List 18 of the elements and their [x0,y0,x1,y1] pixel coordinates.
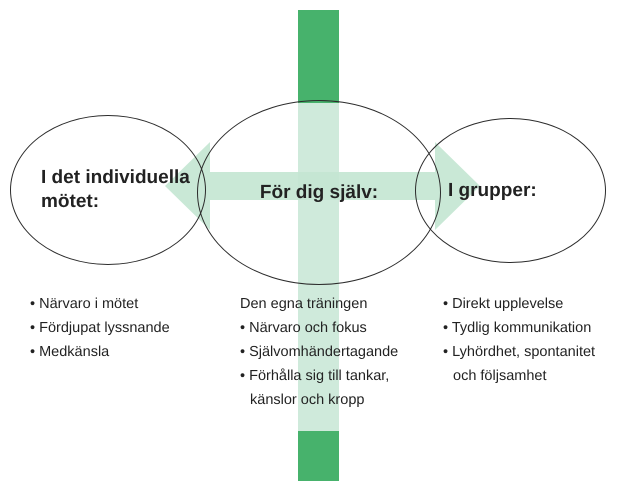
arrow [319,142,480,230]
list-item: • Direkt upplevelse [443,295,564,314]
list-item: • Medkänsla [30,343,110,362]
list-item: • Närvaro och fokus [240,319,368,338]
ellipse-heading: I grupper: [447,178,537,202]
ellipse-heading: För dig själv: [260,180,378,204]
list-item: • Lyhördhet, spontanitet och följsamhet [443,343,596,386]
list-item: • Tydlig kommunikation [443,319,592,338]
ellipse [415,118,606,263]
ellipse [10,115,206,265]
ellipse-heading: I det individuella mötet: [40,166,191,214]
list-item: • Fördjupat lyssnande [30,319,171,338]
list-item: • Självomhändertagande [240,343,400,362]
list-item: Den egna träningen [240,295,368,314]
list-item: • Förhålla sig till tankar, känslor och kropp [240,367,390,410]
list-item: • Närvaro i mötet [30,295,140,314]
ellipse [197,100,441,285]
arrow [165,142,319,230]
